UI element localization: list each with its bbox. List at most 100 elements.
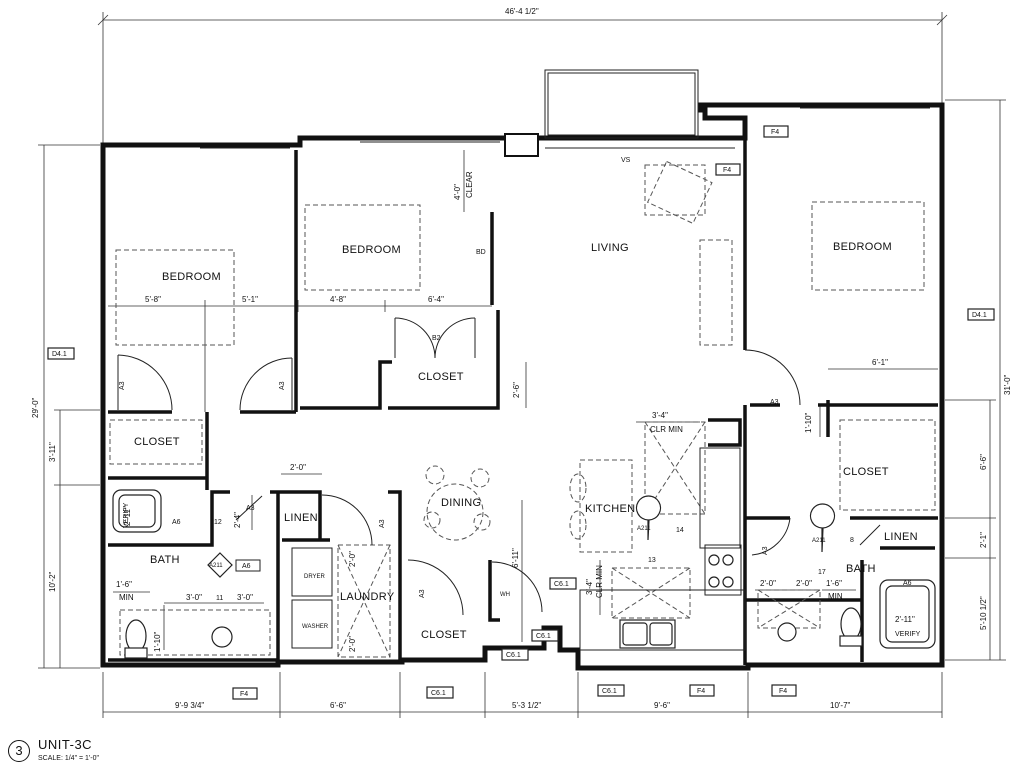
- room-label-dining: DINING: [441, 497, 481, 509]
- dim-overall-width: 46'-4 1/2": [505, 7, 539, 16]
- tag-n8: 8: [850, 537, 854, 544]
- dim-1-6-left: 1'-6": [116, 580, 132, 589]
- dim-2-0-laundry-a: 2'-0": [348, 551, 357, 567]
- tag-washer: WASHER: [302, 624, 329, 630]
- dimension-lines: [38, 12, 1006, 718]
- dim-5-1: 5'-1": [242, 295, 258, 304]
- tag-a3-2: A3: [279, 381, 286, 390]
- exterior-walls: [100, 69, 945, 671]
- dim-3-4-v: 3'-4": [585, 579, 594, 595]
- room-label-closet-right: CLOSET: [843, 466, 889, 478]
- tag-d41-right: D4.1: [972, 312, 987, 319]
- dim-3-11: 3'-11": [48, 442, 57, 462]
- door-swings: [117, 317, 881, 616]
- tag-a3-3: A3: [246, 505, 255, 512]
- room-label-linen-right: LINEN: [884, 531, 918, 543]
- dimension-texts: 46'-4 1/2" 29'-0" 3'-11" 10'-2" 31'-0" 6…: [31, 7, 1012, 710]
- dim-bottom-6-6: 6'-6": [330, 701, 346, 710]
- dim-bottom-9-9: 9'-9 3/4": [175, 701, 204, 710]
- room-label-bath-left: BATH: [150, 554, 180, 566]
- title-block: 3 UNIT-3C SCALE: 1/4" = 1'-0": [4, 736, 204, 766]
- dryer-unit: [291, 547, 333, 597]
- room-label-bedroom-center: BEDROOM: [342, 244, 401, 256]
- room-label-closet-center: CLOSET: [418, 371, 464, 383]
- room-label-living: LIVING: [591, 242, 629, 254]
- tag-a211-right: A211: [812, 538, 826, 544]
- room-label-closet-bottom: CLOSET: [421, 629, 467, 641]
- tag-n13: 13: [648, 557, 656, 564]
- dim-6-1: 6'-1": [872, 358, 888, 367]
- dim-3-0-b: 3'-0": [237, 593, 253, 602]
- dim-2-0-r2: 2'-0": [796, 579, 812, 588]
- tag-vs: VS: [621, 157, 631, 164]
- a211-marker-left: [207, 552, 233, 578]
- sink-left: [211, 626, 233, 648]
- dim-clear: CLEAR: [465, 171, 474, 198]
- dim-min-left: MIN: [119, 593, 134, 602]
- tag-c61-b3: C6.1: [554, 581, 569, 588]
- dim-6-11: 6'-11": [511, 548, 520, 568]
- toilet-right: [840, 607, 862, 641]
- room-label-kitchen: KITCHEN: [585, 503, 635, 515]
- room-label-bedroom-left: BEDROOM: [162, 271, 221, 283]
- washer-unit: [291, 599, 333, 649]
- tag-b2: B2: [432, 335, 441, 342]
- tag-c61-b5: C6.1: [602, 688, 617, 695]
- tag-f4-b2: F4: [697, 688, 705, 695]
- tag-d41-left: D4.1: [52, 351, 67, 358]
- tag-a6-left-tub: A6: [172, 519, 181, 526]
- dim-2-0-linen: 2'-0": [290, 463, 306, 472]
- tag-c61-b1: C6.1: [431, 690, 446, 697]
- tag-a3-4: A3: [379, 519, 386, 528]
- tag-a211-left: A211: [209, 563, 223, 569]
- room-label-closet-left: CLOSET: [134, 436, 180, 448]
- dim-2-11-left: 2'-11": [123, 506, 132, 526]
- interior-walls: [108, 140, 938, 665]
- dim-2-11-right: 2'-11": [895, 615, 915, 624]
- tag-c61-b2: C6.1: [506, 652, 521, 659]
- tag-a211-kitchen: A211: [637, 526, 651, 532]
- callout-tags: D4.1 D4.1 F4 F4 F4 F4 F4 C6.1 C6.1 C6.1 …: [47, 125, 995, 700]
- dim-3-0-a: 3'-0": [186, 593, 202, 602]
- tag-wh: WH: [500, 592, 510, 598]
- dim-bottom-9-6: 9'-6": [654, 701, 670, 710]
- dim-bottom-10-7: 10'-7": [830, 701, 851, 710]
- tag-f4-top2: F4: [723, 167, 731, 174]
- dim-2-0-laundry-b: 2'-0": [348, 636, 357, 652]
- tag-a6-right: A6: [903, 580, 912, 587]
- dim-6-6-right: 6'-6": [979, 454, 988, 470]
- dim-4-8: 4'-8": [330, 295, 346, 304]
- room-label-linen-left: LINEN: [284, 512, 318, 524]
- tag-verify-right: VERIFY: [895, 631, 921, 638]
- tag-f4-top1: F4: [771, 129, 779, 136]
- dim-clr-min-v: CLR MIN: [595, 565, 604, 598]
- dim-6-4: 6'-4": [428, 295, 444, 304]
- tag-a3-1: A3: [119, 381, 126, 390]
- tag-bd: BD: [476, 249, 486, 256]
- dim-overall-depth-right: 31'-0": [1003, 374, 1012, 395]
- tag-a6-left-sink: A6: [242, 563, 251, 570]
- tag-a3-6: A3: [770, 399, 779, 406]
- dim-overall-depth-left: 29'-0": [31, 397, 40, 418]
- dim-min-right: MIN: [828, 592, 843, 601]
- dim-10-2: 10'-2": [48, 571, 57, 592]
- room-label-bath-right: BATH: [846, 563, 876, 575]
- dining-furniture: [423, 160, 713, 541]
- dim-2-4: 2'-4": [233, 512, 242, 528]
- room-label-laundry: LAUNDRY: [340, 591, 395, 603]
- tag-c61-b4: C6.1: [536, 633, 551, 640]
- unit-scale: SCALE: 1/4" = 1'-0": [38, 755, 99, 762]
- tag-n14: 14: [676, 527, 684, 534]
- tag-n17: 17: [818, 569, 826, 576]
- dim-2-0-r1: 2'-0": [760, 579, 776, 588]
- plumbing-fixtures: [112, 447, 936, 659]
- tag-f4-b3: F4: [779, 688, 787, 695]
- dim-1-6-right: 1'-6": [826, 579, 842, 588]
- tag-dryer: DRYER: [304, 574, 326, 580]
- dim-clr-min: CLR MIN: [650, 425, 683, 434]
- room-labels: BEDROOM BEDROOM BEDROOM LIVING CLOSET CL…: [134, 241, 918, 641]
- tag-n11: 11: [216, 595, 223, 602]
- dim-2-6: 2'-6": [512, 382, 521, 398]
- tag-verify-left: VERIFY: [123, 502, 130, 528]
